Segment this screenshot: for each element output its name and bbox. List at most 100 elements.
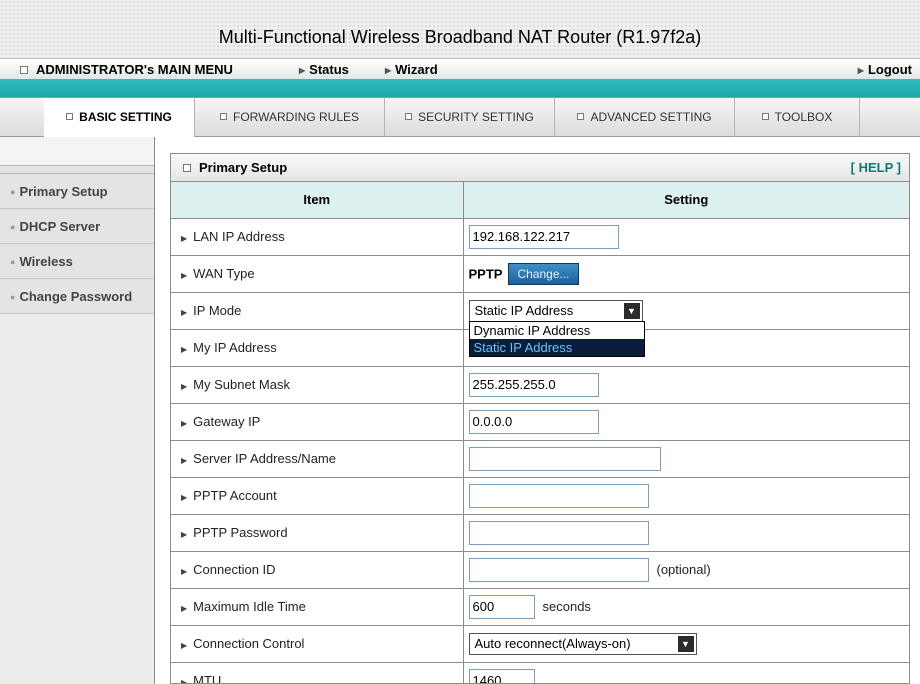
bullet-icon: ● xyxy=(10,257,16,268)
table-row: ▶Server IP Address/Name xyxy=(171,440,909,478)
sidebar-item-label: DHCP Server xyxy=(19,219,101,234)
row-setting-cell xyxy=(463,403,909,441)
row-setting-cell xyxy=(463,218,909,256)
row-setting-cell: Auto reconnect(Always-on) ▼ xyxy=(463,625,909,663)
accent-strip xyxy=(0,79,920,97)
subnet-mask-input[interactable] xyxy=(468,372,599,397)
dropdown-arrow-icon[interactable]: ▼ xyxy=(677,635,694,652)
row-label-cell: ▶Connection Control xyxy=(171,625,464,663)
server-address-input[interactable] xyxy=(468,446,661,471)
gateway-ip-input[interactable] xyxy=(468,409,599,434)
square-bullet-icon xyxy=(405,113,413,121)
row-setting-cell: Static IP Address ▼ Dynamic IP Address S… xyxy=(463,292,909,357)
square-bullet-icon xyxy=(577,113,585,121)
row-label: IP Mode xyxy=(193,303,242,318)
row-label: PPTP Account xyxy=(193,488,277,503)
primary-setup-panel: Primary Setup [ HELP ] Item Setting ▶LAN… xyxy=(170,153,910,684)
triangle-right-icon: ▶ xyxy=(181,567,188,576)
ip-mode-selected-value: Static IP Address xyxy=(474,302,574,318)
tab-label: FORWARDING RULES xyxy=(232,110,359,124)
status-label: Status xyxy=(309,62,349,77)
row-label-cell: ▶PPTP Password xyxy=(171,514,464,552)
title-bar: Multi-Functional Wireless Broadband NAT … xyxy=(0,0,920,58)
tab-advanced-setting[interactable]: ADVANCED SETTING xyxy=(555,98,735,137)
triangle-right-icon: ▶ xyxy=(181,382,188,391)
dropdown-arrow-icon[interactable]: ▼ xyxy=(623,302,640,319)
row-label: Gateway IP xyxy=(193,414,261,429)
wizard-label: Wizard xyxy=(395,62,438,77)
triangle-right-icon: ▶ xyxy=(181,456,188,465)
connection-control-select[interactable]: Auto reconnect(Always-on) ▼ xyxy=(468,632,697,655)
row-label: WAN Type xyxy=(193,266,255,281)
table-row: ▶ WAN Type PPTP Change... xyxy=(171,255,909,293)
change-wan-button[interactable]: Change... xyxy=(508,262,579,285)
triangle-right-icon: ▶ xyxy=(181,271,188,280)
tab-label: ADVANCED SETTING xyxy=(590,110,712,124)
wizard-link[interactable]: ▶Wizard xyxy=(385,62,438,77)
triangle-right-icon: ▶ xyxy=(857,66,864,76)
triangle-right-icon: ▶ xyxy=(299,66,306,76)
sidebar-item-dhcp-server[interactable]: ●DHCP Server xyxy=(0,209,154,244)
tab-toolbox[interactable]: TOOLBOX xyxy=(735,98,860,137)
connection-control-selected-value: Auto reconnect(Always-on) xyxy=(474,635,631,651)
triangle-right-icon: ▶ xyxy=(181,530,188,539)
settings-table: Item Setting ▶LAN IP Address ▶WAN Type P… xyxy=(171,182,909,684)
table-row: ▶My Subnet Mask xyxy=(171,366,909,404)
optional-hint: (optional) xyxy=(656,562,711,577)
status-link[interactable]: ▶Status xyxy=(299,62,349,77)
square-bullet-icon xyxy=(20,65,28,74)
row-label-cell: ▶ WAN Type xyxy=(171,255,464,293)
pptp-password-input[interactable] xyxy=(468,520,649,545)
row-label-cell: ▶LAN IP Address xyxy=(171,218,464,256)
logout-label: Logout xyxy=(867,62,912,77)
square-bullet-icon xyxy=(761,113,769,121)
sidebar-item-change-password[interactable]: ●Change Password xyxy=(0,279,154,314)
sidebar-item-label: Wireless xyxy=(19,254,73,269)
table-row: ▶LAN IP Address xyxy=(171,218,909,256)
row-label-cell: ▶MTU xyxy=(171,662,464,684)
logout-link[interactable]: ▶Logout xyxy=(858,62,912,77)
bullet-icon: ● xyxy=(10,222,16,233)
triangle-right-icon: ▶ xyxy=(181,308,188,317)
square-bullet-icon xyxy=(66,113,74,121)
row-label: Connection Control xyxy=(193,636,305,651)
sidebar-spacer xyxy=(0,166,154,174)
ip-mode-select[interactable]: Static IP Address ▼ xyxy=(468,299,643,322)
tab-basic-setting[interactable]: BASIC SETTING xyxy=(44,98,195,137)
wan-type-value: PPTP xyxy=(468,266,503,281)
lan-ip-input[interactable] xyxy=(468,224,619,249)
tab-label: BASIC SETTING xyxy=(79,110,172,124)
row-setting-cell xyxy=(463,514,909,552)
row-label-cell: ▶ IP Mode xyxy=(171,292,464,330)
row-label-cell: ▶My Subnet Mask xyxy=(171,366,464,404)
row-label: Connection ID xyxy=(193,562,276,577)
triangle-right-icon: ▶ xyxy=(181,604,188,613)
tab-security-setting[interactable]: SECURITY SETTING xyxy=(385,98,555,137)
main-menu-bar: ADMINISTRATOR's MAIN MENU ▶Status ▶Wizar… xyxy=(0,58,920,79)
row-setting-cell xyxy=(463,440,909,478)
triangle-right-icon: ▶ xyxy=(181,678,188,684)
bullet-icon: ● xyxy=(10,292,16,303)
tab-bar: BASIC SETTING FORWARDING RULES SECURITY … xyxy=(0,97,920,137)
triangle-right-icon: ▶ xyxy=(385,66,392,76)
mtu-input[interactable] xyxy=(468,668,535,683)
table-row: ▶MTU xyxy=(171,662,909,684)
tab-label: TOOLBOX xyxy=(774,110,833,124)
pptp-account-input[interactable] xyxy=(468,483,649,508)
section-header: Primary Setup [ HELP ] xyxy=(171,154,909,182)
help-link[interactable]: [ HELP ] xyxy=(850,160,901,175)
bullet-icon: ● xyxy=(10,187,16,198)
sidebar-item-primary-setup[interactable]: ●Primary Setup xyxy=(0,174,154,209)
sidebar-item-wireless[interactable]: ●Wireless xyxy=(0,244,154,279)
sidebar-item-label: Primary Setup xyxy=(19,184,108,199)
tab-forwarding-rules[interactable]: FORWARDING RULES xyxy=(195,98,385,137)
max-idle-time-input[interactable] xyxy=(468,594,535,619)
connection-id-input[interactable] xyxy=(468,557,649,582)
triangle-right-icon: ▶ xyxy=(181,234,188,243)
admin-main-menu[interactable]: ADMINISTRATOR's MAIN MENU xyxy=(20,62,233,77)
dropdown-option-static-ip[interactable]: Static IP Address xyxy=(469,338,644,356)
router-title: Multi-Functional Wireless Broadband NAT … xyxy=(218,27,702,47)
ip-mode-dropdown-list: Dynamic IP Address Static IP Address xyxy=(468,320,645,357)
dropdown-option-dynamic-ip[interactable]: Dynamic IP Address xyxy=(473,322,591,338)
row-setting-cell: PPTP Change... xyxy=(463,255,909,293)
